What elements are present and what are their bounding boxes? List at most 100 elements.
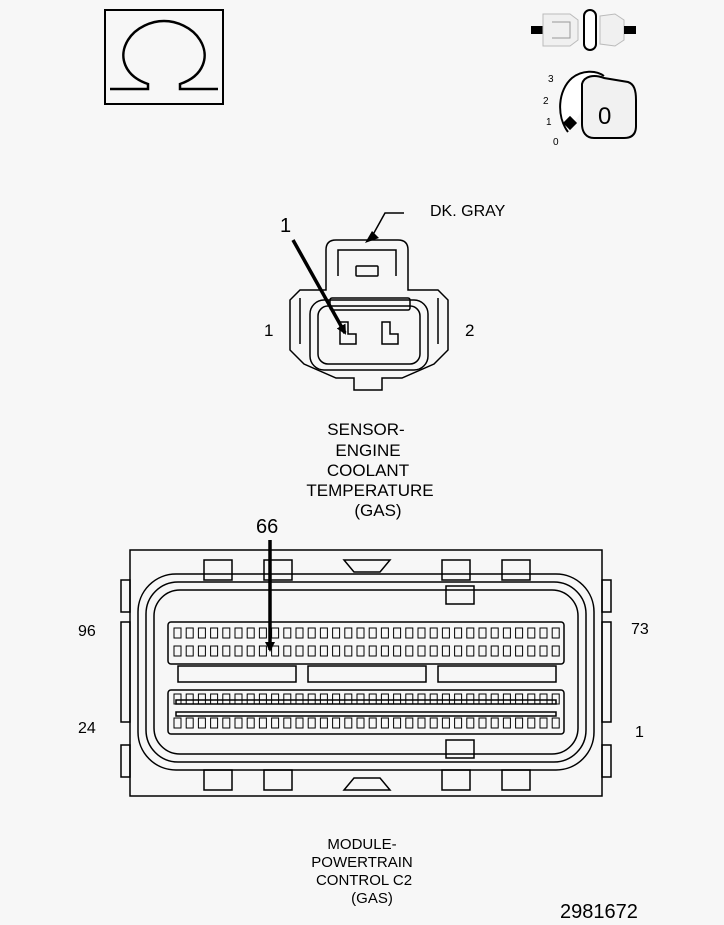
pcm-pin-cavity xyxy=(466,627,475,639)
pcm-pin-cavity xyxy=(344,627,353,639)
pcm-pin-cavity xyxy=(258,627,267,639)
pcm-pin-cavity xyxy=(210,693,219,705)
pcm-pin-cavity xyxy=(246,693,255,705)
pcm-pin-cavity xyxy=(258,717,267,729)
pcm-pin-cavity xyxy=(539,717,548,729)
pcm-pin-cavity xyxy=(319,645,328,657)
pcm-pin-cavity xyxy=(466,717,475,729)
pcm-pin-cavity xyxy=(417,693,426,705)
pcm-pin-cavity xyxy=(234,645,243,657)
pcm-pin-cavity xyxy=(185,627,194,639)
pcm-pin-cavity xyxy=(393,645,402,657)
pcm-pin-cavity xyxy=(466,693,475,705)
pcm-pin-cavity xyxy=(246,645,255,657)
pcm-pin-cavity xyxy=(490,717,499,729)
pcm-pin-cavity xyxy=(246,627,255,639)
pcm-pin-cavity xyxy=(283,717,292,729)
pcm-pin-cavity xyxy=(332,693,341,705)
pcm-pin-cavity xyxy=(429,693,438,705)
pcm-pin-cavity xyxy=(502,627,511,639)
pcm-pin-cavity xyxy=(185,717,194,729)
pcm-pin-cavity xyxy=(197,693,206,705)
pcm-pin-bottom-right: 1 xyxy=(635,724,644,741)
pcm-pin-cavity xyxy=(502,693,511,705)
pcm-pin-cavity xyxy=(283,693,292,705)
pcm-pin-cavity xyxy=(527,627,536,639)
pcm-pin-cavity xyxy=(441,627,450,639)
pcm-pin-cavity xyxy=(197,627,206,639)
pcm-pin-cavity xyxy=(515,717,524,729)
pcm-pin-cavity xyxy=(234,693,243,705)
pcm-pin-cavity xyxy=(478,645,487,657)
sensor-pin-left: 1 xyxy=(264,321,273,340)
sensor-callout-pin: 1 xyxy=(280,215,291,237)
pcm-pin-cavity xyxy=(527,645,536,657)
pcm-connector xyxy=(120,549,612,797)
pcm-pin-cavity xyxy=(478,693,487,705)
pcm-pin-cavity xyxy=(356,693,365,705)
sensor-title-line-3: COOLANT xyxy=(327,461,409,480)
pcm-title-line-2: POWERTRAIN xyxy=(311,854,412,871)
pcm-pin-cavity xyxy=(246,717,255,729)
pcm-pin-cavity xyxy=(405,693,414,705)
pcm-pin-cavity xyxy=(490,693,499,705)
sensor-title-line-5: (GAS) xyxy=(354,501,401,520)
pcm-pin-cavity xyxy=(417,645,426,657)
pcm-pin-grid xyxy=(173,627,560,729)
wire-color-label: DK. GRAY xyxy=(430,203,506,220)
pcm-pin-cavity xyxy=(185,693,194,705)
pcm-pin-cavity xyxy=(283,645,292,657)
pcm-pin-cavity xyxy=(295,645,304,657)
pcm-title: MODULE- POWERTRAIN CONTROL C2 (GAS) xyxy=(311,836,412,907)
disconnected-connector-icon xyxy=(531,9,636,51)
pcm-pin-cavity xyxy=(539,693,548,705)
pcm-pin-cavity xyxy=(466,645,475,657)
key-position-2: 2 xyxy=(543,96,549,107)
sensor-pin-callout-arrow xyxy=(291,239,347,335)
pcm-pin-cavity xyxy=(319,627,328,639)
sensor-title-line-2: ENGINE xyxy=(335,441,400,460)
pcm-pin-cavity xyxy=(222,717,231,729)
pcm-pin-cavity xyxy=(356,627,365,639)
pcm-pin-cavity xyxy=(173,717,182,729)
figure-number: 2981672 xyxy=(560,901,638,923)
pcm-pin-cavity xyxy=(490,645,499,657)
pcm-pin-cavity xyxy=(490,627,499,639)
pcm-pin-cavity xyxy=(271,717,280,729)
pcm-pin-cavity xyxy=(234,717,243,729)
pcm-pin-cavity xyxy=(210,645,219,657)
ignition-key-switch-icon xyxy=(559,70,637,139)
pcm-pin-cavity xyxy=(356,717,365,729)
pcm-pin-cavity xyxy=(368,645,377,657)
pcm-pin-cavity xyxy=(332,717,341,729)
pcm-pin-cavity xyxy=(515,693,524,705)
pcm-pin-cavity xyxy=(222,645,231,657)
pcm-pin-cavity xyxy=(307,717,316,729)
pcm-pin-cavity xyxy=(368,627,377,639)
pcm-pin-cavity xyxy=(295,627,304,639)
pcm-pin-cavity xyxy=(454,717,463,729)
pcm-pin-cavity xyxy=(405,645,414,657)
pcm-pin-cavity xyxy=(295,693,304,705)
pcm-pin-cavity xyxy=(173,693,182,705)
pcm-pin-cavity xyxy=(405,627,414,639)
pcm-pin-cavity xyxy=(332,645,341,657)
pcm-pin-cavity xyxy=(173,627,182,639)
pcm-pin-cavity xyxy=(429,627,438,639)
pcm-pin-cavity xyxy=(515,627,524,639)
pcm-pin-cavity xyxy=(344,717,353,729)
pcm-pin-cavity xyxy=(551,693,560,705)
pcm-pin-cavity xyxy=(441,645,450,657)
pcm-pin-cavity xyxy=(307,693,316,705)
pcm-pin-top-right: 73 xyxy=(631,621,649,638)
pcm-pin-cavity xyxy=(210,717,219,729)
pcm-pin-cavity xyxy=(478,717,487,729)
pcm-pin-cavity xyxy=(307,627,316,639)
pcm-pin-cavity xyxy=(222,627,231,639)
pcm-pin-cavity xyxy=(393,627,402,639)
pcm-pin-cavity xyxy=(441,717,450,729)
pcm-pin-cavity xyxy=(258,645,267,657)
pcm-pin-cavity xyxy=(295,717,304,729)
pcm-pin-cavity xyxy=(429,645,438,657)
